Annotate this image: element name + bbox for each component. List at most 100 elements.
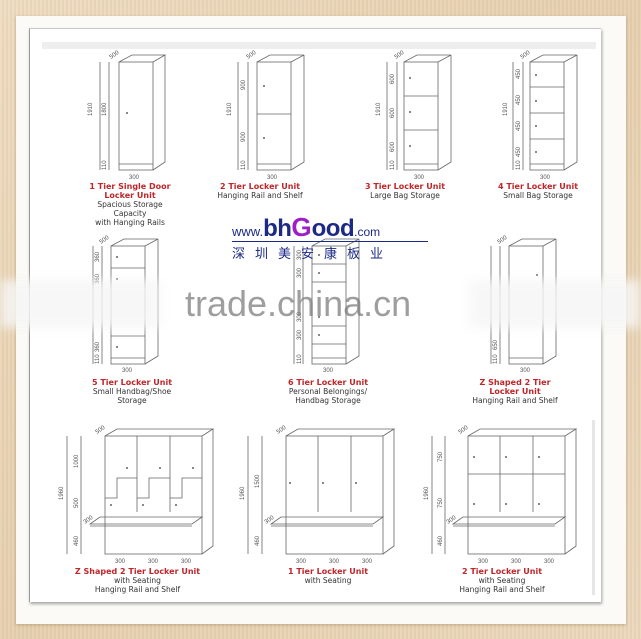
locker-drawing: 500 1910 450 450 450 450 110 300 bbox=[503, 50, 578, 181]
svg-text:460: 460 bbox=[74, 535, 80, 546]
svg-text:500: 500 bbox=[246, 50, 258, 61]
caption-1-tier-single: 1 Tier Single Door Locker Unit Spacious … bbox=[89, 182, 171, 227]
svg-text:300: 300 bbox=[148, 559, 159, 565]
svg-text:300: 300 bbox=[446, 515, 458, 526]
svg-text:360: 360 bbox=[95, 341, 101, 352]
svg-text:1960: 1960 bbox=[59, 486, 65, 500]
watermark-text: trade.china.cn bbox=[185, 283, 412, 324]
svg-text:300: 300 bbox=[296, 559, 307, 565]
caption-2-tier: 2 Tier Locker Unit Hanging Rail and Shel… bbox=[217, 182, 303, 200]
svg-text:1960: 1960 bbox=[240, 486, 246, 500]
svg-text:1910: 1910 bbox=[376, 102, 382, 116]
svg-text:300: 300 bbox=[297, 267, 303, 278]
watermark-blur-right bbox=[470, 280, 641, 328]
svg-text:500: 500 bbox=[520, 50, 532, 61]
locker-diagram-1-tier-single: 500 1910 1800 110 300 bbox=[80, 50, 180, 181]
brand-url: www.bhGood.com bbox=[232, 212, 381, 242]
watermark-blur-left bbox=[0, 280, 160, 328]
caption-1-tier-with-seating: 1 Tier Locker Unit with Seating bbox=[287, 567, 369, 585]
svg-text:600: 600 bbox=[390, 141, 396, 152]
svg-text:110: 110 bbox=[102, 160, 108, 170]
svg-text:300: 300 bbox=[83, 515, 95, 526]
caption-3-tier: 3 Tier Locker Unit Large Bag Storage bbox=[364, 182, 446, 200]
locker-drawing: 500 1910 600 600 600 110 300 bbox=[376, 50, 452, 181]
caption-z-shaped-2-tier: Z Shaped 2 Tier Locker Unit Hanging Rail… bbox=[472, 378, 558, 405]
svg-text:300: 300 bbox=[478, 559, 489, 565]
svg-text:1960: 1960 bbox=[424, 486, 430, 500]
caption-4-tier: 4 Tier Locker Unit Small Bag Storage bbox=[497, 182, 579, 200]
svg-text:450: 450 bbox=[516, 146, 522, 157]
locker-diagram-6-tier: 300 300 300 300 110 300 bbox=[290, 238, 380, 374]
svg-text:110: 110 bbox=[493, 354, 499, 364]
svg-text:300: 300 bbox=[520, 368, 531, 374]
svg-text:650: 650 bbox=[493, 339, 499, 350]
svg-text:500: 500 bbox=[74, 497, 80, 508]
svg-text:300: 300 bbox=[414, 175, 425, 181]
header-bar bbox=[42, 42, 596, 49]
svg-text:450: 450 bbox=[516, 94, 522, 105]
svg-text:300: 300 bbox=[540, 175, 551, 181]
svg-text:600: 600 bbox=[390, 73, 396, 84]
svg-text:1000: 1000 bbox=[74, 454, 80, 468]
locker-drawing: 300 300 300 300 110 300 bbox=[293, 238, 360, 374]
svg-text:500: 500 bbox=[99, 235, 111, 246]
svg-text:110: 110 bbox=[390, 160, 396, 170]
locker-diagram-1-tier-with-seating: 500 1960 1500 460 300 300 300 300 bbox=[240, 425, 400, 565]
caption-z-shaped-with-seating: Z Shaped 2 Tier Locker Unit with Seating… bbox=[74, 567, 201, 594]
locker-drawing: 500 1910 1800 110 300 bbox=[88, 50, 167, 181]
svg-text:1910: 1910 bbox=[503, 102, 509, 116]
svg-text:300: 300 bbox=[329, 559, 340, 565]
svg-text:600: 600 bbox=[390, 107, 396, 118]
svg-text:300: 300 bbox=[122, 368, 133, 374]
svg-text:1910: 1910 bbox=[88, 102, 94, 116]
locker-diagram-3-tier: 500 1910 600 600 600 110 300 bbox=[370, 50, 470, 181]
locker-drawing: 500 1960 750 750 460 300 300 300 300 bbox=[424, 425, 578, 565]
svg-text:1800: 1800 bbox=[102, 102, 108, 116]
caption-5-tier: 5 Tier Locker Unit Small Handbag/Shoe St… bbox=[91, 378, 173, 405]
svg-text:300: 300 bbox=[362, 559, 373, 565]
svg-text:460: 460 bbox=[438, 535, 444, 546]
svg-text:1500: 1500 bbox=[255, 474, 261, 488]
svg-text:500: 500 bbox=[109, 50, 121, 61]
caption-2-tier-with-seating: 2 Tier Locker Unit with Seating Hanging … bbox=[459, 567, 545, 594]
svg-text:900: 900 bbox=[241, 79, 247, 90]
svg-text:1910: 1910 bbox=[227, 102, 233, 116]
svg-text:300: 300 bbox=[267, 175, 278, 181]
locker-drawing: 500 1960 1500 460 300 300 300 300 bbox=[240, 425, 396, 565]
locker-diagram-4-tier: 500 1910 450 450 450 450 110 300 bbox=[500, 50, 600, 181]
svg-text:500: 500 bbox=[95, 425, 107, 436]
svg-text:500: 500 bbox=[276, 425, 288, 436]
locker-drawing: 500 1960 1000 500 460 300 300 300 300 bbox=[59, 425, 215, 565]
svg-text:300: 300 bbox=[544, 559, 555, 565]
svg-text:300: 300 bbox=[181, 559, 192, 565]
svg-text:360: 360 bbox=[95, 251, 101, 262]
brand-chinese-name: 深圳美安康板业 bbox=[232, 241, 428, 262]
svg-text:500: 500 bbox=[497, 235, 509, 246]
svg-text:900: 900 bbox=[241, 131, 247, 142]
svg-text:360: 360 bbox=[95, 273, 101, 284]
svg-text:300: 300 bbox=[511, 559, 522, 565]
svg-text:300: 300 bbox=[323, 368, 334, 374]
svg-text:300: 300 bbox=[129, 175, 140, 181]
caption-6-tier: 6 Tier Locker Unit Personal Belongings/ … bbox=[287, 378, 369, 405]
svg-text:300: 300 bbox=[297, 311, 303, 322]
svg-text:110: 110 bbox=[241, 160, 247, 170]
svg-text:300: 300 bbox=[115, 559, 126, 565]
svg-text:300: 300 bbox=[297, 329, 303, 340]
svg-text:110: 110 bbox=[95, 354, 101, 364]
svg-text:750: 750 bbox=[438, 451, 444, 462]
brand-logo: www.bhGood.com 深圳美安康板业 bbox=[232, 212, 432, 262]
svg-text:300: 300 bbox=[297, 249, 303, 260]
svg-text:450: 450 bbox=[516, 120, 522, 131]
svg-text:500: 500 bbox=[458, 425, 470, 436]
locker-diagram-z-shaped-with-seating: 500 1960 1000 500 460 300 300 300 300 bbox=[55, 425, 225, 565]
locker-diagram-2-tier-with-seating: 500 1960 750 750 460 300 300 300 300 bbox=[420, 425, 580, 565]
svg-text:750: 750 bbox=[438, 497, 444, 508]
svg-text:110: 110 bbox=[297, 354, 303, 364]
svg-text:300: 300 bbox=[264, 515, 276, 526]
svg-text:460: 460 bbox=[255, 535, 261, 546]
right-edge-bar bbox=[592, 420, 595, 595]
svg-text:500: 500 bbox=[394, 50, 406, 61]
locker-drawing: 500 1910 900 900 110 300 bbox=[227, 50, 305, 181]
svg-text:110: 110 bbox=[516, 160, 522, 170]
